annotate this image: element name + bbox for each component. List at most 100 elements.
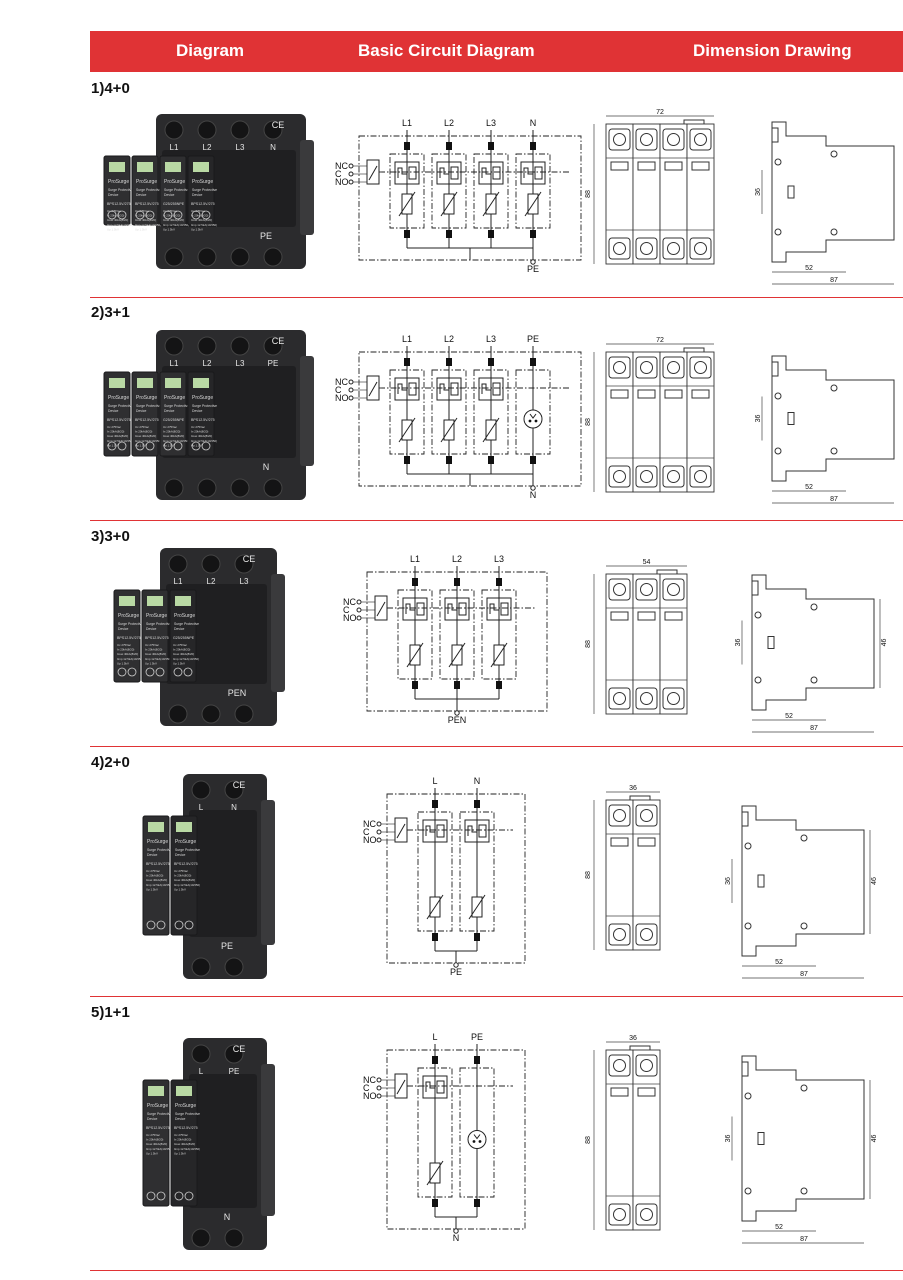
terminal-screw (234, 554, 254, 574)
cert-icon (173, 441, 183, 451)
line-terminal-label: L2 (452, 554, 462, 564)
device-front-cover (189, 810, 257, 937)
protection-module (515, 153, 551, 229)
terminal-label: L1 (174, 577, 183, 586)
terminal-screw-outline (640, 361, 653, 374)
switch-contact (368, 165, 378, 181)
status-window (175, 596, 191, 606)
terminal-screw (197, 120, 217, 140)
fuse-block (404, 230, 410, 238)
cert-icon (173, 210, 183, 220)
line-terminal-label: L1 (410, 554, 420, 564)
brand-text: ProSurge (192, 179, 213, 185)
ce-mark: CE (272, 120, 285, 130)
back-terminal-label: PEN (228, 688, 247, 698)
device-name-text: Surge Protective (147, 1112, 172, 1116)
signal-contact-terminal (356, 599, 362, 605)
gas-discharge-tube (467, 1130, 487, 1149)
indicator-window (610, 1087, 629, 1097)
device-name-text: Surge Protective (192, 404, 217, 408)
spec-text: Up 1.5kV (117, 661, 129, 665)
protection-module (459, 811, 495, 932)
terminal-screw (191, 957, 211, 977)
signal-contact-terminal (348, 179, 354, 185)
protection-module (473, 153, 509, 229)
disconnector-symbol (447, 603, 457, 614)
brand-text: ProSurge (136, 395, 157, 401)
spec-text: Imax 40kA(8/20) (145, 652, 166, 656)
header-basic-circuit-diagram: Basic Circuit Diagram (358, 41, 535, 60)
terminal-screw (224, 1228, 244, 1248)
thermal-disconnector (486, 597, 512, 621)
device-name-text: Device (174, 627, 184, 631)
spec-text: In 20kA(8/20) (174, 874, 191, 878)
disconnector-symbol (436, 1080, 445, 1094)
label-slot (767, 636, 775, 649)
terminal-screw-outline (667, 361, 680, 374)
thermal-disconnector (402, 597, 428, 621)
surge-module (142, 1079, 170, 1207)
model-text: G25/255NPE (163, 418, 185, 422)
screw-head (830, 447, 838, 455)
cert-icon (201, 210, 211, 220)
terminal-screw-outline (667, 470, 680, 483)
terminal-screw (201, 704, 221, 724)
thermal-disconnector (520, 161, 546, 185)
line-terminal-label: L1 (402, 118, 412, 128)
spec-text: Up 1.5kV (145, 661, 157, 665)
width-dimension: 72 (656, 109, 664, 116)
varistor-slash (524, 191, 542, 217)
output-terminal (530, 259, 536, 265)
signal-contact-label: NO (363, 1091, 377, 1101)
varistor-slash (440, 417, 458, 443)
fuse-block (412, 578, 418, 586)
brand-text: ProSurge (118, 613, 139, 619)
varistor-slash (482, 417, 500, 443)
device-din-clip (271, 574, 285, 692)
spec-text: Imax 40kA(8/20) (107, 218, 128, 222)
model-text: BPS12.5V/275 (146, 1126, 170, 1130)
fuse-block (530, 358, 536, 366)
spec-text: Iimp 12.5kA(10/350) (191, 439, 217, 443)
indicator-window (664, 611, 683, 621)
side-dimension: 87 (800, 971, 808, 978)
protection-module (417, 1067, 453, 1198)
terminal-screw (168, 704, 188, 724)
fuse-block (446, 358, 452, 366)
brand-text: ProSurge (147, 1103, 168, 1109)
ce-icon (174, 1191, 184, 1201)
spec-text: In 20kA(8/20) (135, 430, 152, 434)
switch-contact (396, 823, 406, 839)
status-window (119, 596, 135, 606)
cert-icon (145, 210, 155, 220)
spec-text: In 20kA(8/20) (146, 874, 163, 878)
model-text: BPS12.5V/275 (191, 202, 215, 206)
surge-module (187, 371, 215, 457)
spec-text: In 20kA(8/20) (174, 1138, 191, 1142)
terminal-screw-outline (640, 809, 653, 822)
varistor-slash (398, 417, 416, 443)
ce-icon (107, 210, 117, 220)
protection-module (431, 153, 467, 229)
signal-contact-label: C (363, 1083, 370, 1093)
surge-module (142, 815, 170, 936)
fuse-block (488, 456, 494, 464)
signal-contact-label: C (363, 827, 370, 837)
brand-text: ProSurge (108, 395, 129, 401)
status-window (165, 378, 181, 388)
screw-head (810, 676, 818, 684)
varistor-slash (426, 1160, 444, 1186)
status-window (165, 162, 181, 172)
height-dimension: 88 (585, 418, 592, 426)
spec-text: Imax 40kA(8/20) (163, 218, 184, 222)
terminal-screw-outline (694, 242, 707, 255)
status-window (176, 1086, 192, 1096)
terminal-screw (164, 336, 184, 356)
spec-text: Up 1.5kV (174, 1151, 186, 1155)
